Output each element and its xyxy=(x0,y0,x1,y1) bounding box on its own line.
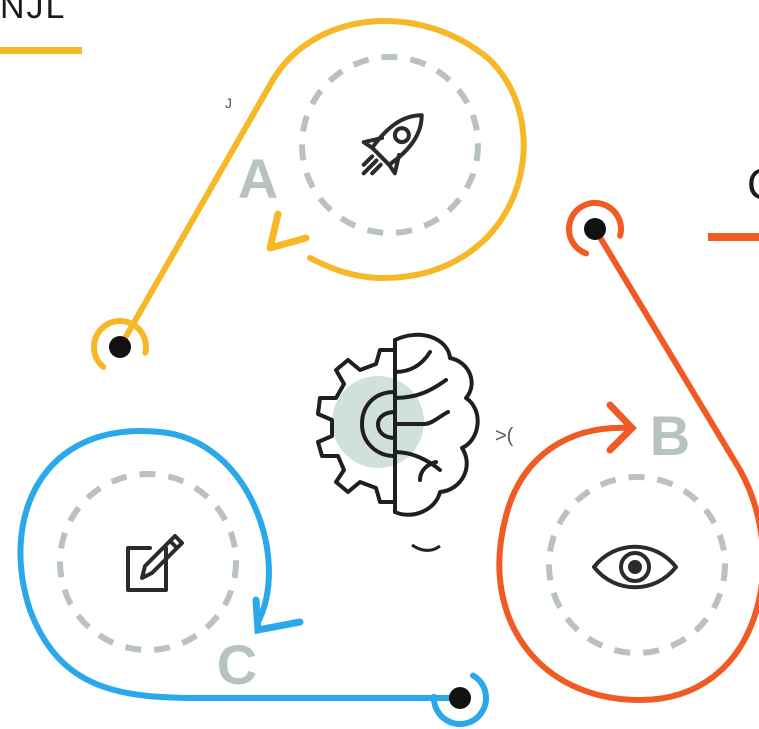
step-b-end-dot xyxy=(584,218,606,240)
right-title-fragment: C xyxy=(747,160,759,210)
rocket-icon xyxy=(361,113,424,176)
step-a-arrowhead xyxy=(266,210,310,252)
stray-mark: J xyxy=(225,95,232,111)
header-underline-orange xyxy=(708,233,759,241)
eye-icon xyxy=(592,544,678,590)
step-c xyxy=(17,428,489,727)
step-c-dashed-ring xyxy=(57,471,239,653)
header-underline-yellow xyxy=(0,47,82,54)
step-a-path xyxy=(117,18,527,350)
step-b-end-ring xyxy=(566,200,624,258)
step-b-path xyxy=(496,226,759,704)
step-b-dashed-ring xyxy=(546,474,728,656)
step-c-path xyxy=(17,428,463,701)
step-c-end-dot xyxy=(449,687,471,709)
stray-stroke xyxy=(411,543,441,552)
gear-brain-icon xyxy=(316,332,480,517)
step-a xyxy=(91,18,527,376)
step-c-end-ring xyxy=(431,669,489,727)
step-b xyxy=(496,200,759,704)
step-b-letter: B xyxy=(650,404,690,467)
header-title-fragment: NJL xyxy=(0,0,67,26)
step-a-dashed-ring xyxy=(299,54,481,236)
step-c-arrowhead xyxy=(252,596,304,635)
step-a-end-ring xyxy=(91,318,149,376)
step-b-arrowhead xyxy=(606,401,637,454)
stray-fragment: >( xyxy=(495,425,514,447)
step-c-letter: C xyxy=(217,633,257,696)
step-a-letter: A xyxy=(238,147,278,210)
step-a-end-dot xyxy=(109,336,131,358)
edit-icon xyxy=(126,534,184,592)
